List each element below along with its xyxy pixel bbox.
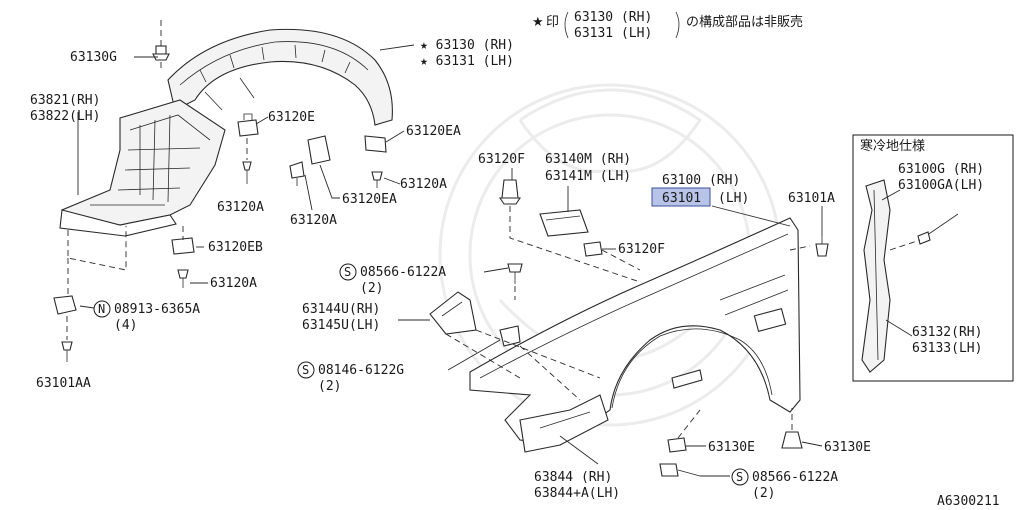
label-63844-lh: 63844+A(LH) — [534, 486, 620, 501]
label-63120a-4: 63120A — [210, 276, 257, 291]
bracket-63120ea-mid — [307, 135, 331, 165]
label-08913-qty: (4) — [114, 318, 137, 333]
cold-climate-spec-box: 寒冷地仕様 63100G (RH) 63100GA(LH) 63132(RH) … — [852, 134, 1014, 382]
symbol-n: N — [93, 300, 111, 318]
cold-box-title: 寒冷地仕様 — [860, 138, 925, 154]
label-08566-bot: 08566-6122A — [752, 470, 838, 485]
label-63141m: 63141M (LH) — [545, 169, 631, 184]
svg-text:63130 (RH): 63130 (RH) — [574, 10, 652, 25]
label-63145u: 63145U(LH) — [302, 318, 380, 333]
diagram-id: A6300211 — [937, 494, 1000, 509]
nut-08913 — [53, 295, 77, 315]
label-63120a-2: 63120A — [217, 200, 264, 215]
label-08913: 08913-6365A — [114, 302, 200, 317]
screw-63120a-3 — [289, 161, 305, 186]
label-63130e-1: 63130E — [708, 440, 755, 455]
label-63100ga: 63100GA(LH) — [898, 178, 984, 193]
label-63821: 63821(RH) — [30, 93, 100, 108]
bolt-08146 — [499, 325, 521, 347]
fender-lower-trim-63844 — [519, 394, 609, 453]
svg-text:S: S — [736, 470, 743, 484]
highlight-63101 — [651, 187, 711, 207]
bolt-63101aa — [61, 341, 73, 362]
label-63100: 63100 (RH) — [662, 173, 740, 188]
svg-text:★: ★ — [532, 15, 544, 30]
label-08146-qty: (2) — [318, 379, 341, 394]
label-63844-rh: 63844 (RH) — [534, 470, 612, 485]
label-63120a-3: 63120A — [290, 213, 337, 228]
svg-text:S: S — [302, 363, 309, 377]
label-63101-lh: (LH) — [718, 191, 749, 206]
bracket-63140m — [539, 209, 589, 237]
clip-63120eb — [171, 237, 195, 255]
bolt-08566-top — [507, 263, 523, 284]
svg-text:N: N — [98, 302, 105, 316]
label-63130g: 63130G — [70, 50, 117, 65]
label-63140m: 63140M (RH) — [545, 152, 631, 167]
label-63131-lh: ★ 63131 (LH) — [420, 54, 514, 69]
symbol-s-bot: S — [731, 468, 749, 486]
label-63130-rh: ★ 63130 (RH) — [420, 38, 514, 53]
bolt-08566-bot — [659, 463, 701, 477]
label-08566-top-qty: (2) — [360, 281, 383, 296]
label-63100g: 63100G (RH) — [898, 162, 984, 177]
label-08146: 08146-6122G — [318, 363, 404, 378]
label-63144u: 63144U(RH) — [302, 302, 380, 317]
label-63120ea-top: 63120EA — [406, 124, 461, 139]
clip-63130e-1 — [667, 437, 687, 453]
clip-63120ea-top — [364, 135, 387, 153]
clip-63120e — [237, 113, 259, 137]
label-63120e: 63120E — [268, 110, 315, 125]
label-08566-top: 08566-6122A — [360, 265, 446, 280]
label-63130e-2: 63130E — [824, 440, 871, 455]
clip-63130e-2 — [781, 431, 803, 449]
label-08566-bot-qty: (2) — [752, 486, 775, 501]
label-63120ea-mid: 63120EA — [342, 192, 397, 207]
clip-63130g — [152, 45, 170, 61]
screw-63120a-1 — [242, 161, 252, 184]
screw-63120a-2 — [371, 171, 383, 188]
svg-text:S: S — [344, 265, 351, 279]
symbol-s-mid: S — [297, 361, 315, 379]
clip-63120f-top — [498, 179, 522, 205]
label-63120a-1: 63120A — [400, 177, 447, 192]
label-63101aa: 63101AA — [36, 376, 91, 391]
label-63132: 63132(RH) — [912, 325, 982, 340]
label-63120eb: 63120EB — [208, 240, 263, 255]
label-63120f-low: 63120F — [618, 242, 665, 257]
note-unavailable-parts: ★ 印 63130 (RH) 63131 (LH) の構成部品は非販売 — [532, 10, 803, 41]
svg-text:63131 (LH): 63131 (LH) — [574, 26, 652, 41]
clip-63120f-low — [583, 241, 603, 257]
label-63101a: 63101A — [788, 191, 835, 206]
label-63133: 63133(LH) — [912, 341, 982, 356]
front-fender-panel — [469, 217, 801, 446]
symbol-s-top: S — [339, 263, 357, 281]
screw-63120a-4 — [177, 269, 189, 288]
bracket-63144u — [429, 291, 477, 335]
splash-shield-lower — [59, 99, 226, 237]
svg-text:印: 印 — [546, 15, 559, 30]
svg-text:の構成部品は非販売: の構成部品は非販売 — [686, 14, 803, 30]
label-63120f-top: 63120F — [478, 152, 525, 167]
bolt-63101a — [815, 236, 829, 257]
label-63822: 63822(LH) — [30, 109, 100, 124]
label-63101: 63101 — [662, 191, 701, 206]
